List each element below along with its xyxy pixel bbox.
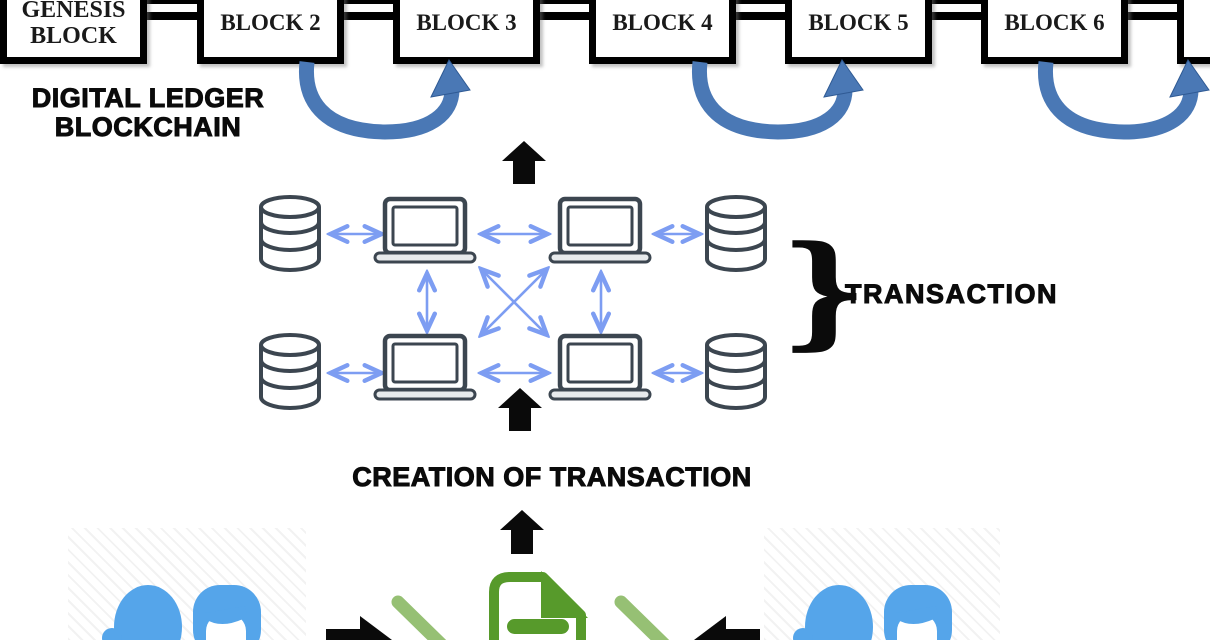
block-connector (733, 0, 789, 4)
laptop-icon (375, 336, 475, 399)
stripe-watermark-left (68, 528, 306, 640)
block-connector (537, 0, 593, 4)
curved-arrow-icon (1037, 59, 1210, 140)
block-3: BLOCK 3 (393, 0, 540, 64)
block-5: BLOCK 5 (785, 0, 932, 64)
pen-stroke-icon (614, 595, 670, 640)
people-pair-icon (793, 585, 952, 640)
block-label: GENESIS BLOCK (21, 0, 126, 49)
curved-arrow-icon (298, 59, 471, 140)
block-connector (144, 0, 200, 4)
document-icon (489, 571, 588, 640)
block-connector (1125, 0, 1181, 4)
block-connector (341, 12, 397, 20)
transaction-label: TRANSACTION (845, 279, 1058, 310)
block-2: BLOCK 2 (197, 0, 344, 64)
arrow-left-icon (694, 616, 760, 640)
ledger-caption-line1: DIGITAL LEDGER (31, 83, 265, 113)
curved-arrow-icon (691, 59, 864, 140)
stripe-watermark-right (764, 528, 1000, 640)
database-icon (259, 333, 321, 410)
arrow-up-icon (502, 141, 546, 184)
people-pair-icon (102, 585, 261, 640)
database-icon (705, 333, 767, 410)
laptop-icon (550, 199, 650, 262)
arrow-up-icon (500, 510, 544, 554)
creation-of-transaction-label: CREATION OF TRANSACTION (352, 462, 752, 493)
ledger-caption: DIGITAL LEDGER BLOCKCHAIN (16, 83, 280, 142)
laptop-icon (375, 199, 475, 262)
block-genesis: GENESIS BLOCK (0, 0, 147, 64)
arrow-up-icon (498, 388, 542, 431)
block-label: BLOCK 3 (416, 10, 517, 35)
block-connector (733, 12, 789, 20)
block-connector (929, 12, 985, 20)
database-icon (705, 195, 767, 272)
ledger-caption-line2: BLOCKCHAIN (54, 112, 242, 142)
pen-stroke-icon (391, 595, 447, 640)
block-4: BLOCK 4 (589, 0, 736, 64)
arrow-right-icon (326, 616, 392, 640)
double-arrow-icon (333, 234, 697, 373)
block-connector (537, 12, 593, 20)
block-connector (929, 0, 985, 4)
block-6: BLOCK 6 (981, 0, 1128, 64)
database-icon (259, 195, 321, 272)
curly-brace: } (780, 218, 868, 362)
block-label: BLOCK 6 (1004, 10, 1105, 35)
block-connector (341, 0, 397, 4)
block-label: BLOCK 5 (808, 10, 909, 35)
laptop-icon (550, 336, 650, 399)
block-label: BLOCK 2 (220, 10, 321, 35)
block-label: BLOCK 4 (612, 10, 713, 35)
block-connector (144, 12, 200, 20)
block-7-partial (1177, 0, 1210, 64)
block-connector (1125, 12, 1181, 20)
